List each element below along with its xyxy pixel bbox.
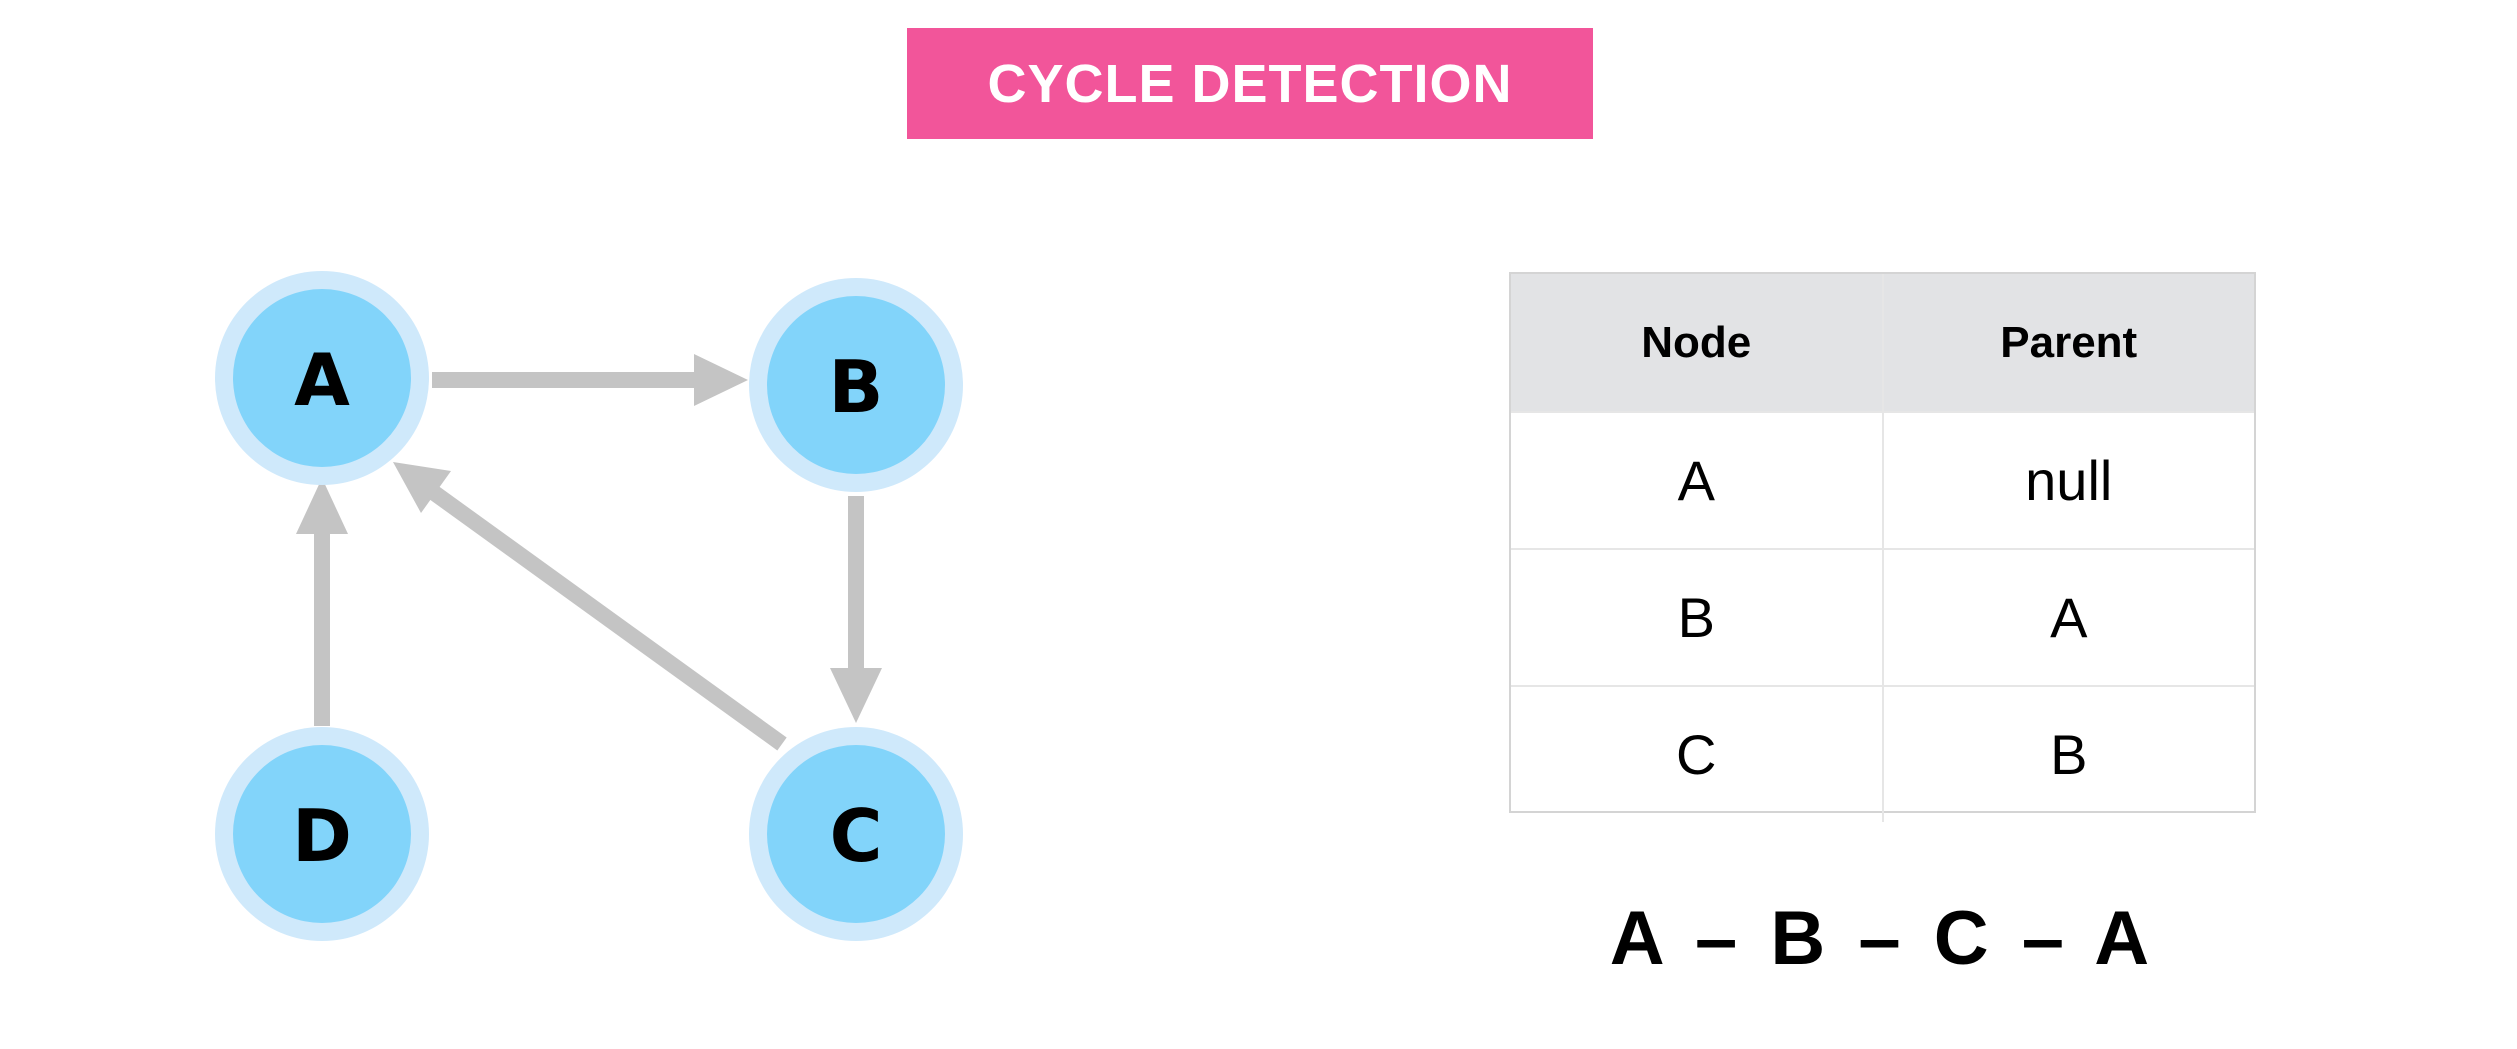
table-cell-parent: null xyxy=(1881,411,2254,549)
parent-table-container: Node Parent A null B A C B xyxy=(1509,272,2256,822)
parent-table: Node Parent A null B A C B xyxy=(1511,274,2254,822)
table-cell-node: C xyxy=(1511,685,1883,822)
table-row: B A xyxy=(1511,548,2254,686)
edge-d-to-a xyxy=(296,478,348,726)
column-header-node: Node xyxy=(1511,274,1883,412)
node-label-a: A xyxy=(294,338,350,422)
cycle-path-text: A – B – C – A xyxy=(1609,896,2156,981)
title-banner: CYCLE DETECTION xyxy=(907,28,1593,139)
table-cell-parent: B xyxy=(1881,685,2254,822)
edge-b-to-c xyxy=(830,496,882,723)
node-c: C xyxy=(749,727,963,941)
table-cell-parent: A xyxy=(1881,548,2254,686)
edge-a-to-b xyxy=(432,354,748,406)
edge-c-to-a xyxy=(393,462,787,751)
page-title: CYCLE DETECTION xyxy=(987,53,1513,114)
node-d: D xyxy=(215,727,429,941)
node-label-d: D xyxy=(292,794,352,878)
node-b: B xyxy=(749,278,963,492)
node-label-c: C xyxy=(830,794,883,878)
table-cell-node: B xyxy=(1511,548,1883,686)
node-label-b: B xyxy=(829,345,884,429)
graph-diagram: A B C D xyxy=(215,271,963,941)
table-row: A null xyxy=(1511,411,2254,549)
table-cell-node: A xyxy=(1511,411,1883,549)
node-a: A xyxy=(215,271,429,485)
column-header-parent: Parent xyxy=(1881,274,2254,412)
table-row: C B xyxy=(1511,685,2254,822)
table-header-row: Node Parent xyxy=(1511,274,2254,412)
